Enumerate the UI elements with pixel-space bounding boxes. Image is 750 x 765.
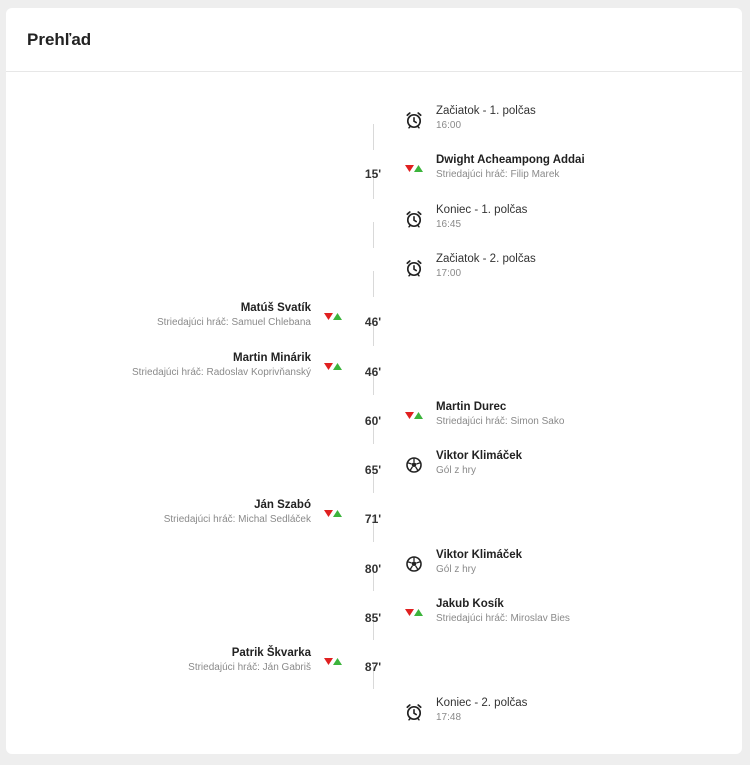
player-name: Martin Durec [436, 400, 507, 413]
event-detail: Gól z hry [436, 465, 477, 477]
substitution-icon [404, 603, 424, 623]
substitution-icon [404, 159, 424, 179]
timeline-event: Koniec - 2. polčas 17:48 [0, 697, 750, 742]
player-name: Dwight Acheampong Addai [436, 154, 585, 167]
event-detail: Striedajúci hráč: Ján Gabriš [188, 662, 311, 674]
substitution-icon [404, 406, 424, 426]
event-detail: Striedajúci hráč: Samuel Chlebana [157, 317, 311, 329]
period-label: Začiatok - 1. polčas [436, 105, 536, 117]
alarm-clock-icon [404, 110, 424, 130]
period-time: 16:00 [436, 120, 462, 131]
overview-card: Prehľad [6, 8, 742, 754]
player-name: Viktor Klimáček [436, 450, 523, 463]
event-detail: Striedajúci hráč: Radoslav Koprivňanský [132, 366, 311, 378]
player-name: Matúš Svatík [240, 302, 311, 315]
event-minute: 85' [364, 611, 382, 625]
page-title: Prehľad [27, 30, 92, 49]
event-details: Koniec - 1. polčas 16:45 [436, 203, 716, 232]
event-minute: 60' [364, 413, 382, 428]
period-label: Koniec - 2. polčas [436, 696, 528, 709]
player-name: Viktor Klimáček [436, 548, 523, 561]
alarm-clock-icon [404, 209, 424, 229]
substitution-icon [323, 357, 343, 377]
player-name: Ján Szabó [254, 499, 311, 512]
event-detail: Gól z hry [436, 563, 477, 575]
period-label: Začiatok - 2. polčas [436, 252, 536, 265]
event-minute: 71' [364, 512, 382, 527]
event-minute: 46' [364, 364, 382, 379]
card-header: Prehľad [6, 8, 742, 72]
event-detail: Striedajúci hráč: Michal Sedláček [163, 514, 311, 526]
period-time: 17:00 [436, 267, 462, 279]
event-minute: 15' [364, 167, 382, 182]
event-minute: 46' [364, 315, 382, 330]
period-label: Koniec - 1. polčas [436, 203, 528, 216]
event-details: Začiatok - 2. polčas 17:00 [436, 252, 716, 281]
event-minute: 87' [364, 660, 382, 675]
timeline-event: Začiatok - 2. polčas 17:00 [0, 253, 750, 298]
timeline-event: Začiatok - 1. polčas 16:00 [0, 105, 750, 150]
soccer-ball-icon [404, 455, 424, 475]
substitution-icon [323, 307, 343, 327]
substitution-icon [323, 652, 343, 672]
event-detail: Striedajúci hráč: Miroslav Bies [436, 613, 570, 624]
event-minute: 65' [364, 463, 382, 478]
alarm-clock-icon [404, 702, 424, 722]
player-name: Patrik Škvarka [231, 647, 311, 660]
event-minute: 80' [364, 561, 382, 576]
event-details: Začiatok - 1. polčas 16:00 [436, 104, 716, 133]
player-name: Martin Minárik [233, 351, 311, 364]
timeline-event: Koniec - 1. polčas 16:45 [0, 204, 750, 249]
player-name: Jakub Kosík [436, 598, 504, 610]
alarm-clock-icon [404, 258, 424, 278]
substitution-icon [323, 504, 343, 524]
event-details: Koniec - 2. polčas 17:48 [436, 696, 716, 725]
period-time: 17:48 [436, 711, 462, 723]
timeline-line [373, 124, 374, 704]
soccer-ball-icon [404, 554, 424, 574]
period-time: 16:45 [436, 218, 462, 230]
event-detail: Striedajúci hráč: Filip Marek [436, 169, 560, 181]
event-detail: Striedajúci hráč: Simon Sako [436, 415, 565, 427]
